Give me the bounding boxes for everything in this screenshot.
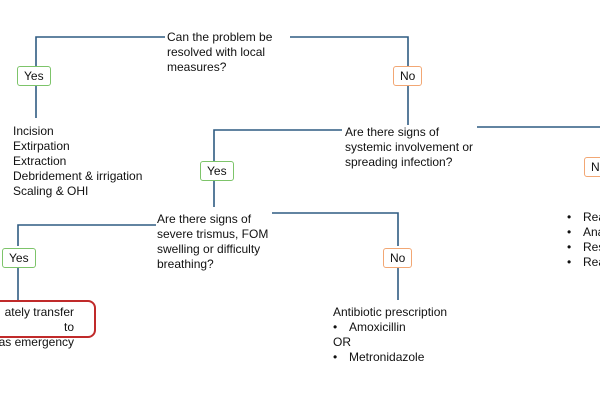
list-item: Incision [13,124,54,138]
antibiotic-title: Antibiotic prescription [333,305,448,319]
list-item: Debridement & irrigation [13,169,143,183]
list-item: Rea [567,210,600,225]
yes-badge-local: Yes [17,66,51,86]
right-truncated-list: Rea Ana Res Rea [567,210,600,270]
antibiotic-option-b: Metronidazole [333,350,424,365]
list-item: Amoxicillin [333,320,406,335]
question-local-measures: Can the problem be resolved with local m… [167,30,273,75]
list-item: Rea [567,255,600,270]
connector-q2-yes [213,129,342,161]
no-badge-severe: No [383,248,413,268]
list-item: Res [567,240,600,255]
question-systemic-involvement: Are there signs of systemic involvement … [345,125,474,170]
yes-badge-severe: Yes [2,248,36,268]
no-badge-systemic: N [584,157,600,177]
no-badge-local: No [393,66,423,86]
antibiotic-or: OR [333,335,351,350]
connector-q3-no [272,212,399,246]
list-item: Ana [567,225,600,240]
list-item: Metronidazole [333,350,424,365]
connector-q3-yes [17,224,156,246]
list-item: Extraction [13,154,67,168]
list-item: Scaling & OHI [13,184,89,198]
emergency-transfer-box: ately transfer to as emergency [0,300,96,349]
question-severe-signs: Are there signs of severe trismus, FOM s… [157,212,269,272]
antibiotic-prescription: Antibiotic prescription [333,305,447,320]
local-measures-list: Incision Extirpation Extraction Debridem… [13,124,142,199]
or-label: OR [333,335,351,349]
connector-q1-yes [35,36,165,66]
list-item: Extirpation [13,139,70,153]
antibiotic-option-a: Amoxicillin [333,320,406,335]
connector-q1-no [290,36,409,66]
yes-badge-systemic: Yes [200,161,234,181]
